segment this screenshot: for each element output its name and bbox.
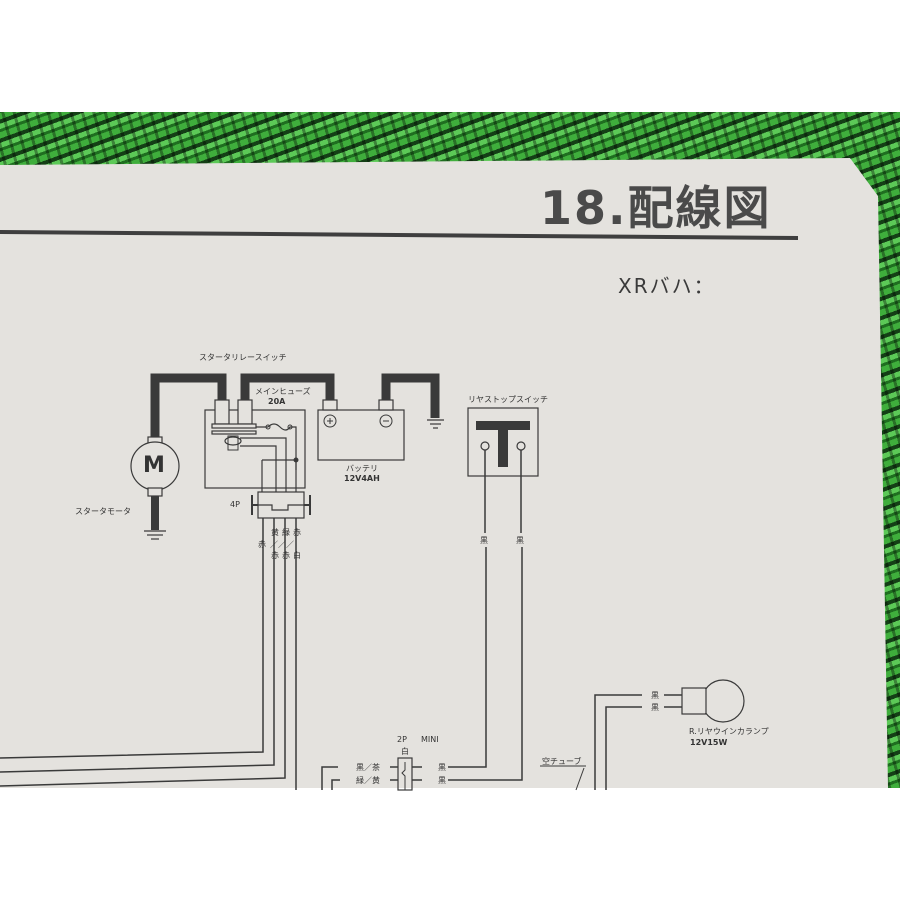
battery-symbol bbox=[317, 409, 405, 461]
page-title: 18.配線図 bbox=[540, 181, 772, 235]
starter-motor-label: スタータモータ bbox=[75, 507, 131, 516]
relay-battery-cable bbox=[240, 373, 335, 402]
connector-2p-left-wire-1: 黒／茶 bbox=[356, 763, 380, 772]
connector-2p-color: 白 bbox=[401, 747, 409, 756]
main-fuse-rating: 20A bbox=[268, 397, 286, 406]
connector-4p-bottom-color-1: 赤 bbox=[271, 551, 279, 560]
stop-switch-wire-right-color: 黒 bbox=[516, 536, 524, 545]
starter-relay-box bbox=[204, 409, 306, 489]
air-tube-label: 空チューブ bbox=[542, 757, 582, 766]
connector-4p-bottom-color-2: 赤 bbox=[282, 551, 290, 560]
connector-2p-right-wire-2: 黒 bbox=[438, 776, 446, 785]
rear-stop-switch-box bbox=[467, 407, 539, 477]
wire-red-2 bbox=[0, 518, 275, 773]
wire-red-3 bbox=[0, 518, 286, 787]
connector-4p-left-color: 赤 bbox=[258, 540, 266, 549]
winker-wire-1-color: 黒 bbox=[651, 691, 659, 700]
winker-wire-2 bbox=[605, 706, 642, 790]
main-fuse-label: メインヒューズ bbox=[255, 387, 311, 396]
stop-switch-wire-1 bbox=[448, 547, 487, 768]
connector-2p-label: 2P bbox=[397, 735, 407, 744]
rear-winker-lamp-rating: 12V15W bbox=[690, 738, 728, 747]
connector-4p-top-color-3: 赤 bbox=[293, 528, 301, 537]
starter-motor-symbol-label: M bbox=[143, 453, 165, 478]
connector-4p-bottom-color-3: 白 bbox=[293, 551, 301, 560]
connector-2p-type: MINI bbox=[421, 735, 439, 744]
battery-label: バッテリ bbox=[346, 464, 378, 473]
winker-wire-2-color: 黒 bbox=[651, 703, 659, 712]
top-white-margin bbox=[0, 0, 900, 112]
model-subtitle: XRバハ： bbox=[618, 274, 716, 298]
connector-2p-left-wire-2: 緑／黄 bbox=[356, 776, 380, 785]
title-underline bbox=[0, 230, 799, 240]
bottom-white-margin bbox=[0, 788, 900, 900]
connector-2p-right-wire-1: 黒 bbox=[438, 763, 446, 772]
winker-wire-1 bbox=[594, 694, 642, 790]
rear-winker-lamp-label: R.リヤウインカランプ bbox=[689, 727, 769, 736]
wire-red-1 bbox=[0, 518, 264, 759]
stop-switch-wire-2 bbox=[448, 547, 523, 781]
paper-sheet bbox=[0, 158, 888, 788]
connector-4p-slashes: ／／／ bbox=[270, 540, 294, 549]
stop-switch-wire-left-color: 黒 bbox=[480, 536, 488, 545]
rear-winker-lamp-symbol bbox=[701, 679, 745, 723]
rear-stop-switch-label: リヤストップスイッチ bbox=[468, 395, 548, 404]
battery-rating: 12V4AH bbox=[344, 474, 380, 483]
connector-4p-label: 4P bbox=[230, 500, 240, 509]
connector-4p-top-color-2: 緑 bbox=[282, 528, 290, 537]
connector-4p-top-color-1: 黄 bbox=[271, 528, 279, 537]
starter-relay-switch-label: スタータリレースイッチ bbox=[199, 353, 287, 362]
battery-ground-cable bbox=[381, 373, 440, 418]
motor-relay-cable bbox=[150, 373, 227, 440]
